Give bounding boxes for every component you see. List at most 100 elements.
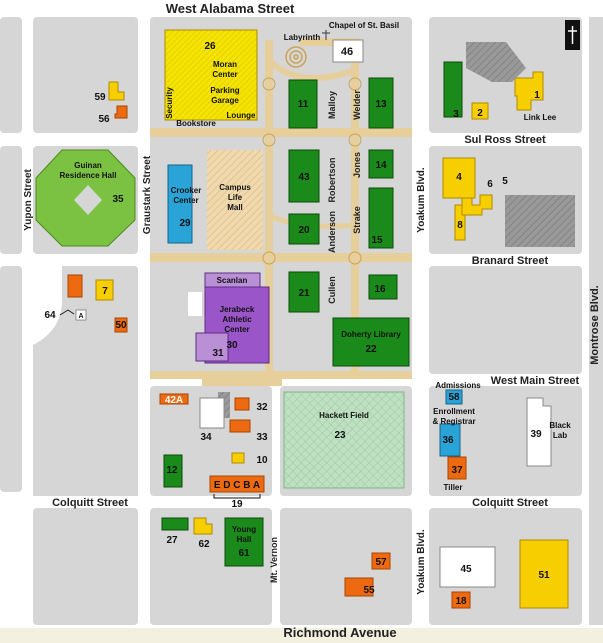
street-jones: Jones [352, 152, 362, 178]
building-58[interactable] [445, 389, 463, 405]
building-2[interactable] [471, 102, 489, 120]
building-55[interactable] [344, 577, 374, 597]
block [0, 266, 22, 492]
mall-label-1: Campus [219, 183, 251, 192]
moran-center-garage[interactable] [164, 29, 258, 121]
building-36[interactable] [439, 423, 461, 457]
building-1[interactable] [514, 71, 544, 111]
jerabeck-athletic-center[interactable] [204, 286, 270, 364]
building-number: 6 [487, 179, 493, 190]
street-colquitt-left: Colquitt Street [52, 497, 128, 509]
street-sul-ross: Sul Ross Street [464, 134, 546, 146]
chapel-label: Chapel of St. Basil [329, 21, 399, 30]
street-mt-vernon: Mt. Vernon [269, 537, 279, 583]
building-number: 4 [456, 172, 462, 183]
building-20[interactable] [288, 213, 320, 245]
building-62[interactable] [193, 517, 213, 535]
building-33[interactable] [229, 419, 251, 433]
building-number: 12 [166, 465, 178, 476]
building-16[interactable] [368, 274, 398, 300]
building-number: 61 [238, 548, 250, 559]
building-34[interactable] [199, 397, 225, 429]
building-43[interactable] [288, 149, 320, 203]
building-number: 22 [365, 344, 377, 355]
building-21[interactable] [288, 271, 320, 313]
building-number: 27 [166, 535, 178, 546]
leader-line [59, 309, 75, 316]
street-anderson: Anderson [327, 211, 337, 253]
building-number: 46 [341, 46, 353, 58]
building-37[interactable] [447, 456, 467, 480]
labyrinth-spiral-icon [285, 46, 307, 68]
crooker-center[interactable] [167, 164, 193, 244]
roundabouts [262, 77, 362, 265]
building-number: 57 [375, 557, 387, 568]
building-59[interactable] [108, 81, 125, 101]
building-27[interactable] [161, 517, 189, 531]
building-45[interactable] [439, 546, 496, 588]
block [429, 266, 582, 374]
building-12[interactable] [163, 454, 183, 488]
jerabeck-label-2: Athletic [222, 315, 252, 324]
building-19-edcba[interactable] [209, 475, 265, 493]
building-18[interactable] [451, 591, 471, 609]
parking-structure [505, 195, 575, 247]
cross-icon [322, 30, 330, 40]
labyrinth-label: Labyrinth [284, 33, 321, 42]
building-50[interactable] [114, 317, 128, 333]
building-3[interactable] [443, 61, 463, 118]
building-number: 59 [94, 92, 106, 103]
building-7[interactable] [95, 279, 114, 301]
building-31[interactable] [195, 332, 229, 362]
building-number: 5 [502, 176, 508, 187]
building-39[interactable] [526, 397, 552, 467]
building-64[interactable] [67, 274, 83, 298]
campus-life-mall[interactable] [207, 150, 263, 250]
street-strake: Strake [352, 206, 362, 234]
block [280, 508, 412, 625]
bookstore-label: Bookstore [176, 119, 216, 128]
block [0, 17, 22, 133]
green-buildings [161, 61, 463, 567]
footer-strip [0, 628, 603, 643]
building-42a[interactable] [159, 393, 189, 405]
building-32[interactable] [234, 397, 250, 411]
doherty-library[interactable] [332, 317, 410, 367]
building-57[interactable] [371, 552, 391, 570]
building-6-5[interactable] [461, 194, 493, 216]
building-numbers: 26 46 11 13 59 56 35 29 43 14 20 15 21 1… [44, 41, 550, 607]
building-number: 36 [442, 435, 454, 446]
link-lee-mansion[interactable] [466, 42, 526, 82]
building-46[interactable] [332, 39, 364, 63]
street-welder: Welder [352, 90, 362, 120]
building-4[interactable] [442, 157, 476, 199]
building-number: 2 [477, 108, 483, 119]
building-number: 43 [298, 172, 310, 183]
building-10[interactable] [231, 452, 245, 464]
building-51[interactable] [519, 539, 569, 609]
building-14[interactable] [368, 149, 394, 179]
block [33, 17, 138, 133]
building-11[interactable] [288, 79, 318, 129]
building-number: 30 [226, 340, 238, 351]
hackett-label: Hackett Field [319, 411, 369, 420]
building-number: 64 [44, 310, 56, 321]
roundabout-icon [348, 77, 362, 91]
enrollment-label-2: & Registrar [432, 417, 475, 426]
doherty-label: Doherty Library [341, 330, 401, 339]
young-hall[interactable] [224, 517, 264, 567]
building-15[interactable] [368, 187, 394, 249]
building-number: 1 [534, 90, 540, 101]
building-number: 13 [375, 99, 387, 110]
admissions-label: Admissions [435, 381, 481, 390]
street-yoakum-top: Yoakum Blvd. [416, 167, 427, 233]
roundabout-icon [262, 251, 276, 265]
building-number: 26 [204, 41, 216, 52]
building-56[interactable] [114, 105, 128, 119]
building-13[interactable] [368, 77, 394, 129]
building-number: 3 [453, 109, 459, 120]
hackett-field[interactable] [283, 391, 405, 489]
crooker-label-1: Crooker [171, 186, 202, 195]
building-number: 8 [457, 220, 463, 231]
roundabout-icon [262, 77, 276, 91]
